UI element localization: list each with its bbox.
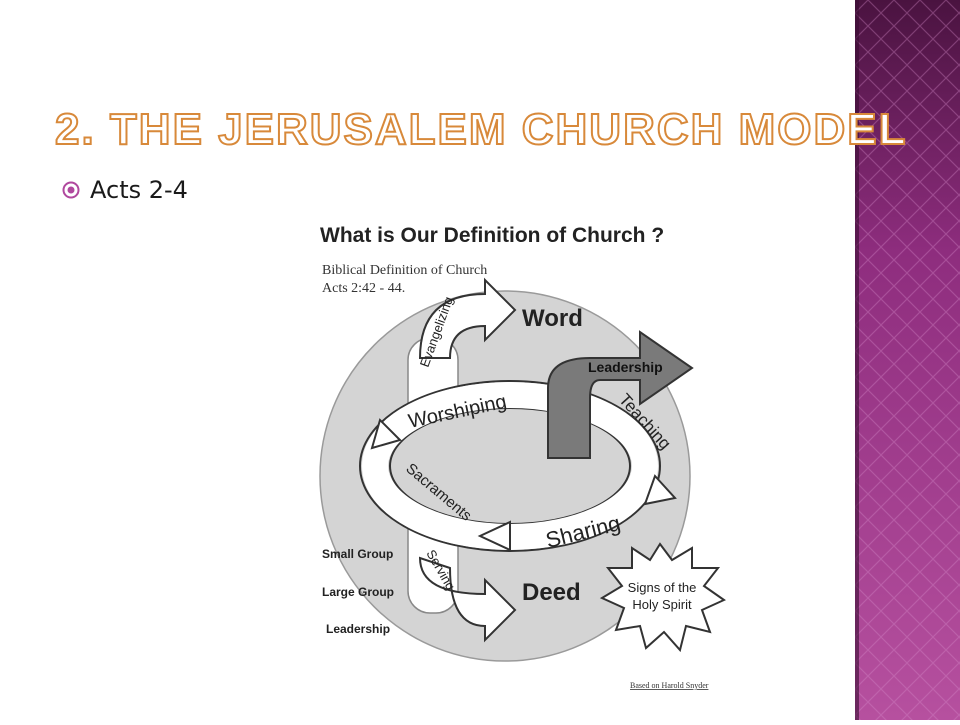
bullet-text: Acts 2-4 [90,176,188,204]
label-word: Word [522,305,583,332]
bullet-circle-icon [62,181,80,199]
arrowhead-teaching [643,474,677,506]
diagram-credit: Based on Harold Snyder [630,681,709,690]
label-small-group: Small Group [322,547,393,561]
label-signs-1: Signs of the [628,580,697,595]
diagram-subheading-2: Acts 2:42 - 44. [322,281,405,296]
slide-title-graphic: 2. The Jerusalem Church Model [54,104,907,155]
label-leadership-arrow: Leadership [588,359,663,375]
label-deed: Deed [522,579,581,606]
diagram-subheading-1: Biblical Definition of Church [322,263,487,278]
diagram-heading: What is Our Definition of Church ? [320,224,664,247]
arrowhead-sharing [477,520,511,552]
leadership-arrow [547,330,694,459]
bullet-item: Acts 2-4 [62,176,188,204]
label-large-group: Large Group [322,585,394,599]
arrowhead-sacraments [370,418,402,450]
evangelizing-arrow [418,277,517,359]
label-group-leadership: Leadership [326,622,390,636]
decorative-sidebar [855,0,960,720]
signs-starburst [599,542,727,653]
slide-title: 2. The Jerusalem Church Model [54,100,907,172]
serving-arrow [418,556,517,643]
church-definition-diagram: What is Our Definition of Church ? Bibli… [300,208,770,698]
slide-title-text: 2. The Jerusalem Church Model [55,105,908,154]
label-signs-2: Holy Spirit [632,597,692,612]
